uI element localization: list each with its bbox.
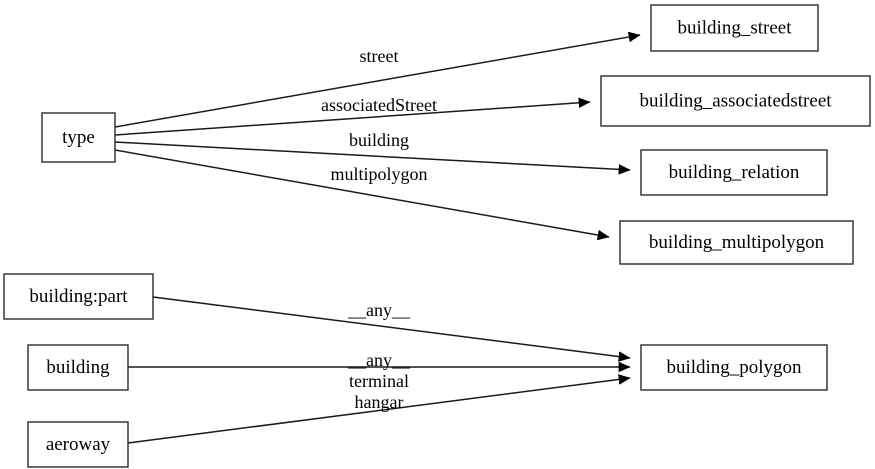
edge-label-e7-line2: hangar	[355, 392, 404, 412]
node-label-aeroway: aeroway	[46, 434, 111, 455]
node-label-building: building	[46, 357, 110, 378]
node-box-building_associatedstreet[interactable]	[600, 75, 871, 127]
node-box-type[interactable]	[41, 112, 116, 163]
node-label-building_street: building_street	[678, 17, 793, 38]
edge-label-e4: multipolygon	[330, 164, 427, 184]
node-building_multipolygon[interactable]: building_multipolygon	[619, 220, 854, 265]
node-box-building_street[interactable]	[650, 4, 819, 52]
edge-aeroway-to-building_polygon	[127, 374, 631, 444]
node-label-building_multipolygon: building_multipolygon	[649, 232, 825, 253]
node-building[interactable]: building	[27, 344, 129, 391]
node-label-type: type	[62, 127, 95, 148]
edge-label-e7: terminal	[349, 371, 409, 391]
edge-labels-layer: street associatedStreet building multipolyg…	[321, 46, 437, 412]
node-box-building_multipolygon[interactable]	[619, 220, 854, 265]
node-box-building[interactable]	[27, 344, 129, 391]
edge-label-e3: building	[349, 130, 409, 150]
node-type[interactable]: type	[41, 112, 116, 163]
edge-label-e2: associatedStreet	[321, 95, 437, 115]
edge-type-to-building_relation	[114, 141, 631, 175]
node-box-building_part[interactable]	[3, 273, 154, 320]
node-label-building_polygon: building_polygon	[666, 357, 802, 378]
edge-label-e6: __any__	[347, 350, 411, 370]
edge-label-e5: __any__	[347, 300, 411, 320]
node-aeroway[interactable]: aeroway	[27, 421, 129, 468]
edge-type-to-building_multipolygon	[114, 149, 610, 241]
node-box-building_relation[interactable]	[640, 149, 828, 196]
node-box-building_polygon[interactable]	[640, 344, 828, 391]
edge-building_part-to-building_polygon	[152, 296, 631, 362]
edges-layer	[114, 31, 641, 444]
node-label-building_associatedstreet: building_associatedstreet	[639, 90, 832, 111]
node-building_polygon[interactable]: building_polygon	[640, 344, 828, 391]
edge-type-to-building_associatedstreet	[114, 97, 591, 136]
node-label-building_part: building:part	[29, 286, 128, 307]
nodes-layer: type building_street building_associatedst…	[3, 4, 871, 468]
node-label-building_relation: building_relation	[669, 162, 800, 183]
node-building_associatedstreet[interactable]: building_associatedstreet	[600, 75, 871, 127]
node-box-aeroway[interactable]	[27, 421, 129, 468]
edge-label-e1: street	[360, 46, 399, 66]
node-building_street[interactable]: building_street	[650, 4, 819, 52]
node-building_relation[interactable]: building_relation	[640, 149, 828, 196]
node-building_part[interactable]: building:part	[3, 273, 154, 320]
edge-type-to-building_street	[114, 31, 641, 128]
